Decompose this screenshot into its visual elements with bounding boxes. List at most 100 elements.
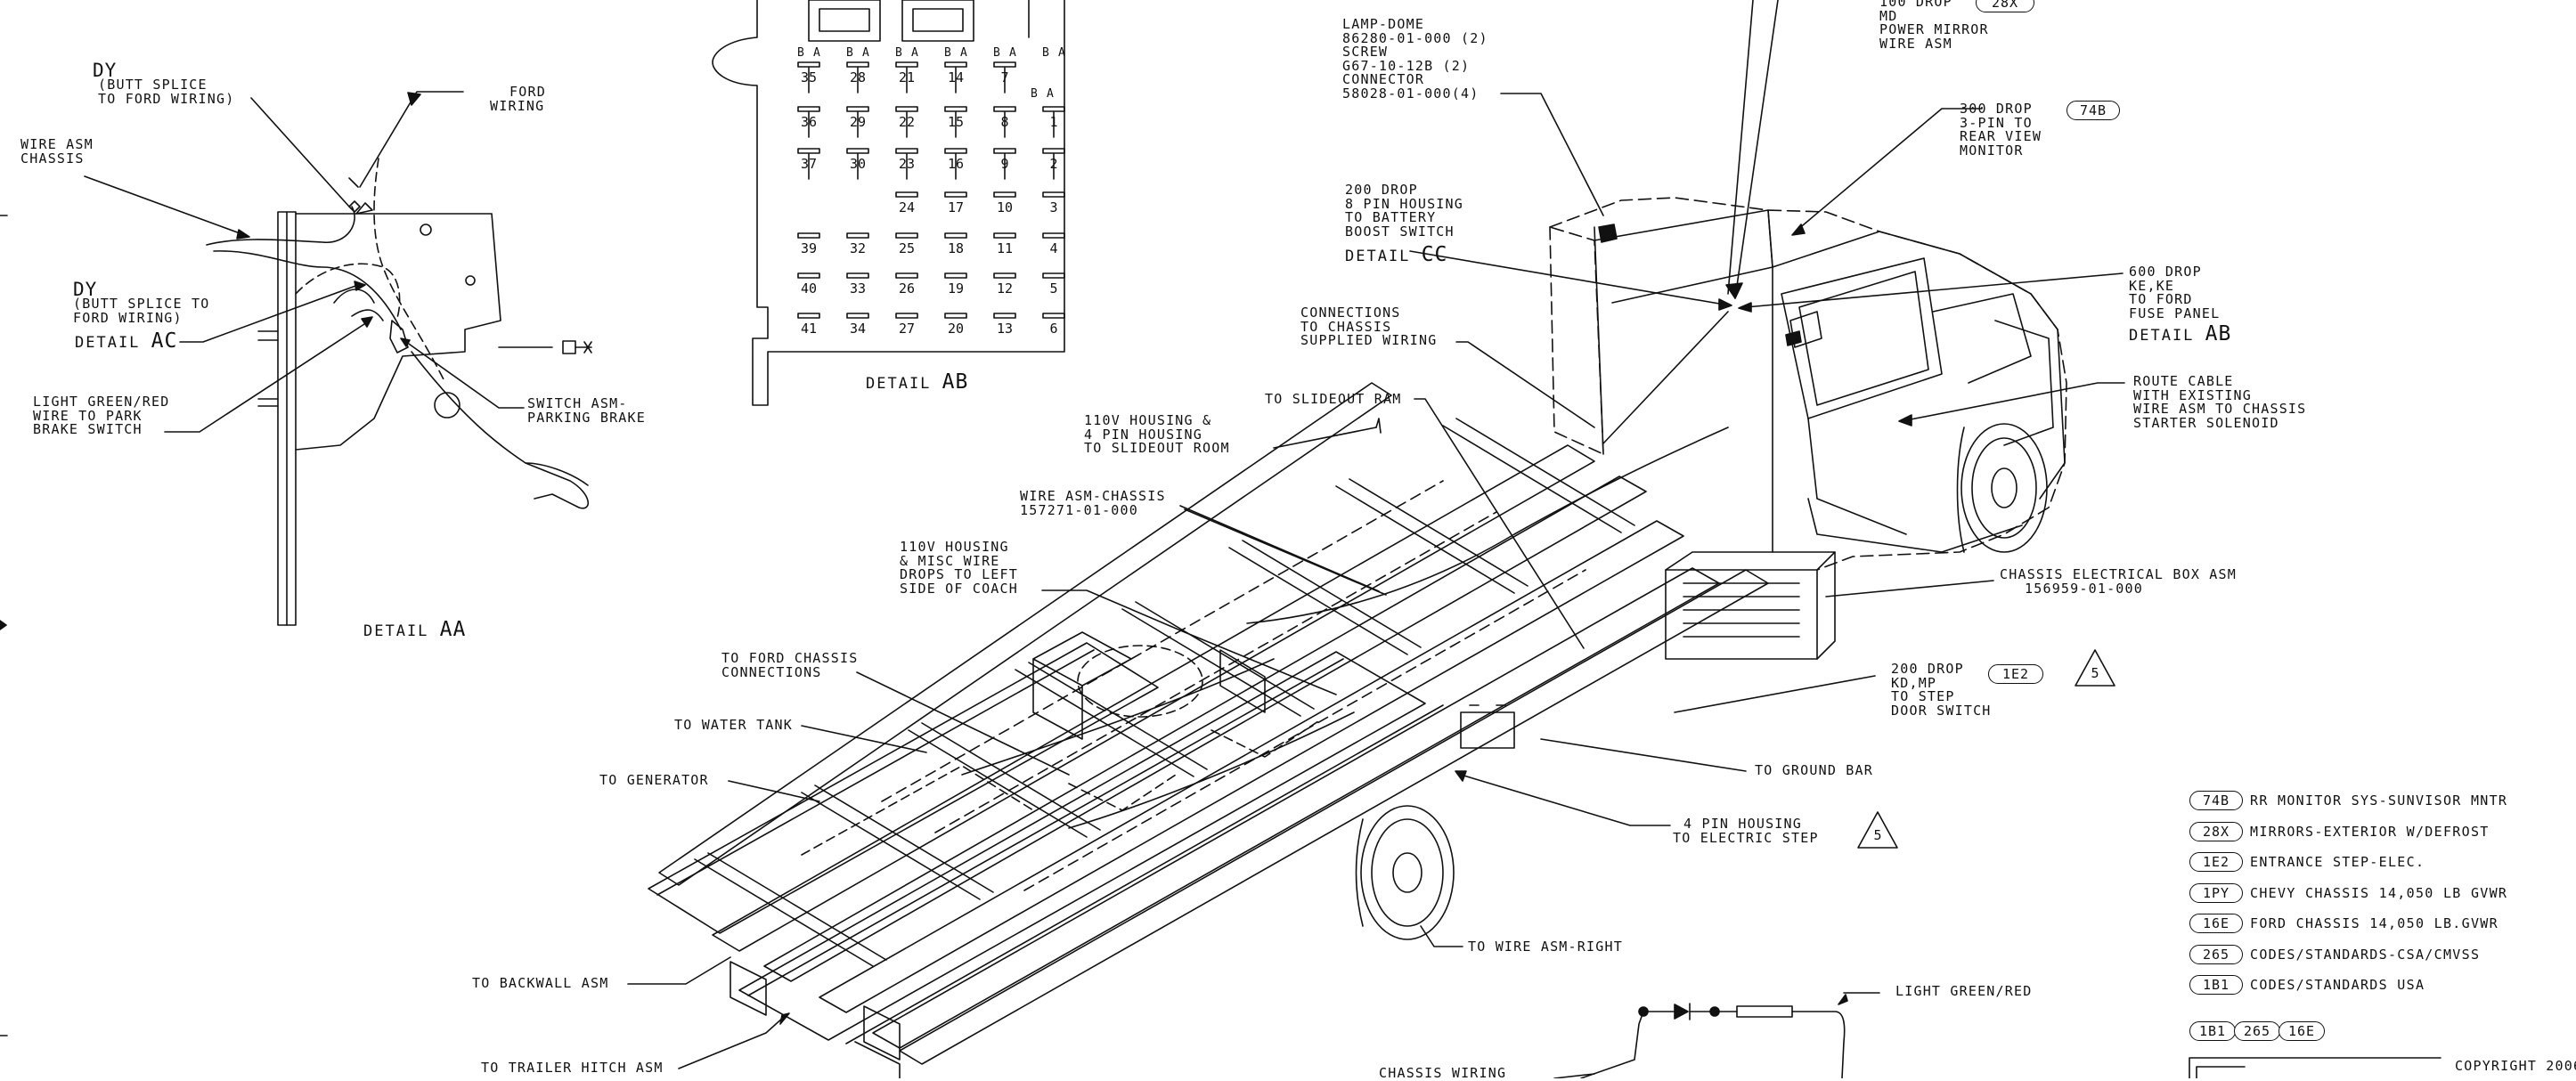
pin-column-header: A [911,46,918,60]
pin-slot [993,191,1016,198]
pin-right-header: A [1047,87,1054,101]
pin-slot [895,106,918,112]
pin-number: 6 [1049,321,1058,337]
detail-cc-label: DETAIL CC [1345,243,1448,266]
pin-slot [846,106,869,112]
pin-column-header: B [1042,46,1049,60]
pin-number: 14 [947,69,965,85]
pin-slot [846,61,869,68]
pin-number: 16 [947,156,965,172]
pin-number: 19 [947,280,965,297]
pin-number: 33 [849,280,867,297]
pin-slot [895,272,918,279]
detail-ac-label: DETAIL AC [75,329,178,353]
pin-number: 2 [1049,156,1058,172]
legend-description: CODES/STANDARDS-CSA/CMVSS [2250,946,2481,963]
pin-slot [895,191,918,198]
pin-number: 30 [849,156,867,172]
pin-number: 22 [898,114,916,130]
pin-column-header: A [862,46,869,60]
dy-top-title: DY [93,60,118,81]
pin-number: 11 [996,240,1014,256]
title-badge-1b1: 1B1 [2189,1021,2236,1041]
pin-slot [944,61,967,68]
title-badge-265: 265 [2234,1021,2280,1041]
pin-slot [1042,106,1065,112]
pin-number: 24 [898,199,916,215]
pin-slot [797,106,820,112]
pin-slot [944,272,967,279]
pin-slot [944,106,967,112]
pin-column-header: B [993,46,1000,60]
pin-number: 17 [947,199,965,215]
pin-number: 12 [996,280,1014,297]
pin-number: 8 [1000,114,1009,130]
pin-number: 32 [849,240,867,256]
pin-slot [993,61,1016,68]
pin-slot [797,61,820,68]
pin-slot [797,313,820,319]
legend-row: 265 CODES/STANDARDS-CSA/CMVSS [2189,944,2481,964]
pin-slot [993,313,1016,319]
pin-number: 3 [1049,199,1058,215]
pin-column-header: A [1058,46,1065,60]
slideout-ram-callout: TO SLIDEOUT RAM [1265,391,1402,407]
pin-column-header: B [944,46,951,60]
badge-1e2-step: 1E2 [1988,664,2043,684]
pin-slot [993,148,1016,154]
pin-number: 39 [800,240,818,256]
legend-description: MIRRORS-EXTERIOR W/DEFROST [2250,823,2490,840]
pin-number: 1 [1049,114,1058,130]
legend-row: 74B RR MONITOR SYS-SUNVISOR MNTR [2189,791,2507,810]
rev-triangle-electric-step: 5 [1873,827,1882,843]
pin-number: 9 [1000,156,1009,172]
legend-code-badge: 74B [2189,791,2243,810]
legend-description: ENTRANCE STEP-ELEC. [2250,854,2425,870]
ground-bar-callout: TO GROUND BAR [1755,762,1873,778]
chassis-wiring-schematic [1553,992,1880,1078]
pin-number: 20 [947,321,965,337]
chassis-wiring-label: CHASSIS WIRING [1379,1065,1507,1081]
pin-right-header: B [1031,87,1038,101]
legend-code-badge: 28X [2189,821,2243,841]
switch-asm-parking-brake-label: SWITCH ASM-PARKING BRAKE [527,395,646,426]
callout-leader-lines [627,0,2125,1069]
light-green-red-schematic-label: LIGHT GREEN/RED [1895,983,2033,999]
pin-column-header: B [846,46,853,60]
pin-number: 18 [947,240,965,256]
pin-slot [944,191,967,198]
pin-slot [944,232,967,239]
connector-pin-slots [797,61,1065,319]
pin-slot [944,313,967,319]
pin-number: 21 [898,69,916,85]
pin-slot [797,148,820,154]
pin-slot [993,106,1016,112]
detail-ab-fuse-label: DETAIL AB [2129,322,2232,345]
generator-callout: TO GENERATOR [599,772,709,788]
legend-code-badge: 1PY [2189,882,2243,903]
pin-slot [895,232,918,239]
sheet-border-ticks [0,215,8,1036]
legend-description: FORD CHASSIS 14,050 LB.GVWR [2250,915,2499,931]
pin-number: 37 [800,156,818,172]
dy-mid-title: DY [73,279,98,300]
trailer-hitch-callout: TO TRAILER HITCH ASM [481,1060,664,1076]
connector-ab-drawing [712,0,1065,406]
title-block-outline [2189,1057,2441,1078]
pin-slot [797,232,820,239]
legend-code-badge: 265 [2189,944,2243,964]
pin-slot [895,61,918,68]
legend-description: RR MONITOR SYS-SUNVISOR MNTR [2250,792,2508,809]
